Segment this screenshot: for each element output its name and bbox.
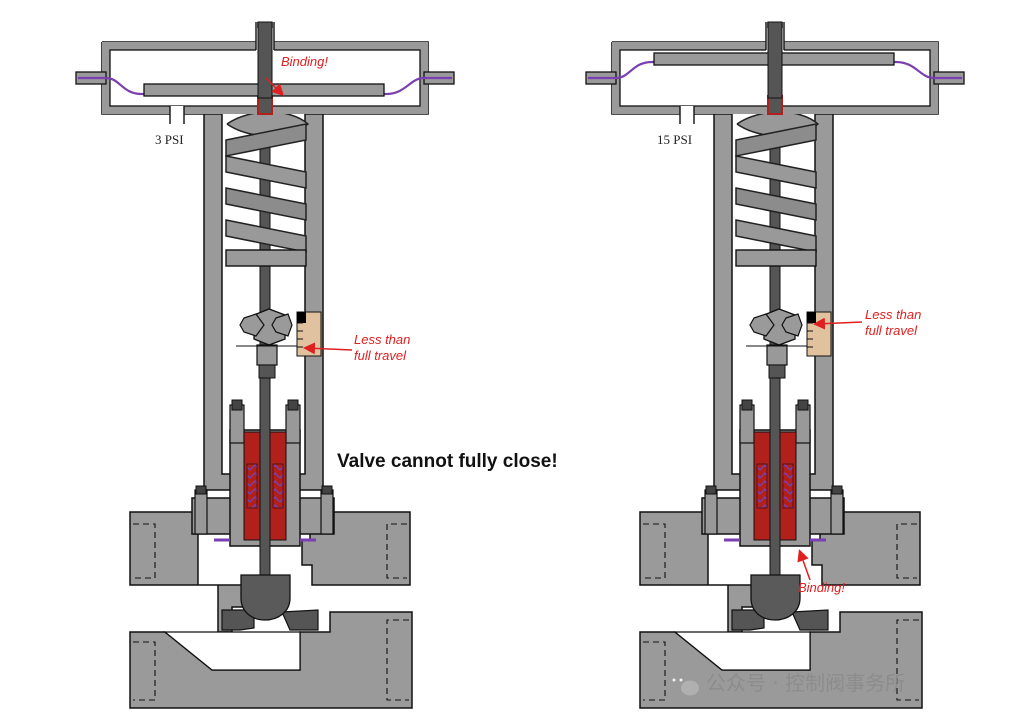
left-travel-arrow	[303, 342, 353, 355]
right-stem-top	[767, 21, 783, 99]
right-valve: 15 PSI Less than full travel Binding!	[584, 20, 966, 710]
right-travel-label-1: Less than	[865, 307, 921, 322]
left-binding-label: Binding!	[281, 54, 328, 69]
watermark: 公众号 · 控制阀事务所	[667, 671, 905, 696]
headline: Valve cannot fully close!	[337, 451, 558, 472]
left-valve: Binding! 3 PSI Less than full travel	[74, 20, 456, 710]
left-binding-arrow	[265, 77, 285, 97]
left-travel-label-2: full travel	[354, 348, 407, 363]
left-travel-label-1: Less than	[354, 332, 410, 347]
right-travel-arrow	[813, 317, 863, 330]
left-stem-top	[257, 21, 273, 99]
left-signal-label: 3 PSI	[155, 132, 184, 147]
right-binding-arrow	[797, 549, 811, 581]
watermark-text: 公众号 · 控制阀事务所	[706, 671, 905, 695]
right-signal-label: 15 PSI	[657, 132, 692, 147]
right-travel-label-2: full travel	[865, 323, 918, 338]
wechat-icon	[667, 673, 699, 696]
right-binding-label: Binding!	[798, 580, 845, 595]
